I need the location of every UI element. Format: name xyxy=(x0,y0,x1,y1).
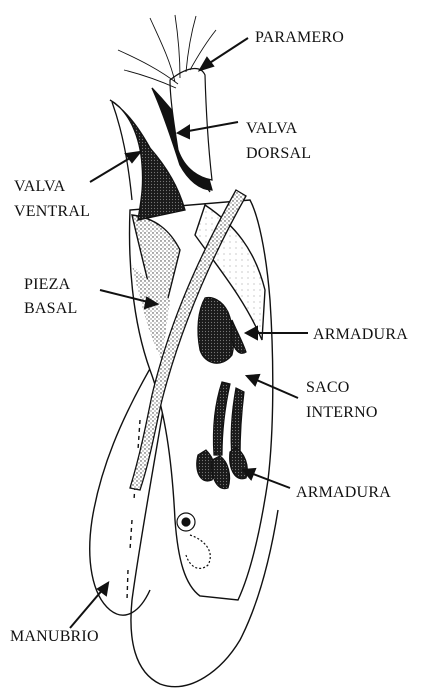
label-paramero: PARAMERO xyxy=(255,29,344,46)
label-armadura-lower: ARMADURA xyxy=(296,484,391,501)
label-pieza-basal-line1: PIEZA xyxy=(24,276,71,293)
label-armadura-upper: ARMADURA xyxy=(313,326,408,343)
label-saco-interno-line1: SACO xyxy=(306,379,349,396)
label-valva-dorsal-line1: VALVA xyxy=(246,120,298,137)
label-manubrio: MANUBRIO xyxy=(10,628,99,645)
label-valva-ventral-line1: VALVA xyxy=(14,178,66,195)
label-valva-dorsal-line2: DORSAL xyxy=(246,145,311,162)
label-saco-interno-line2: INTERNO xyxy=(306,404,378,421)
label-valva-ventral-line2: VENTRAL xyxy=(14,203,90,220)
label-pieza-basal-line2: BASAL xyxy=(24,300,77,317)
